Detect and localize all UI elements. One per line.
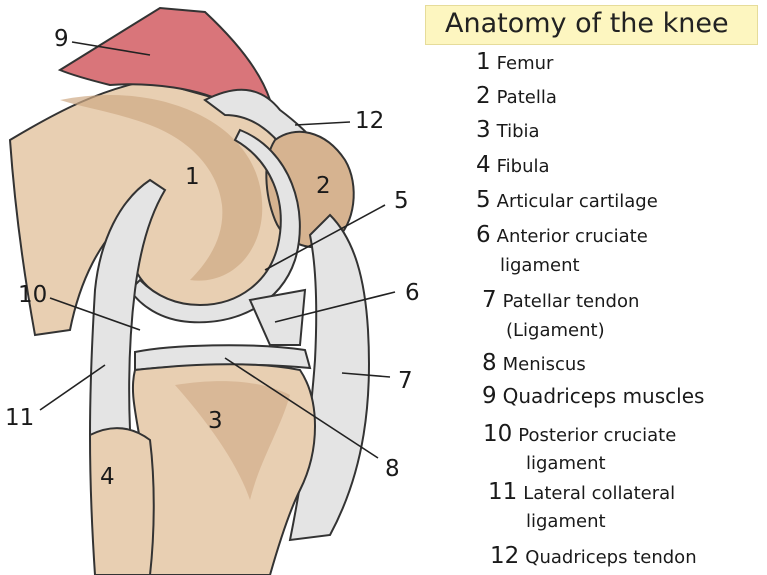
leader-line-9: [71, 41, 151, 56]
legend-item-10-line2: ligament: [526, 453, 606, 474]
legend-label: Lateral collateral: [523, 483, 676, 504]
quadriceps-muscle-shape: [57, 6, 272, 107]
legend-label-continued: ligament: [500, 255, 580, 276]
legend-item-6-line2: ligament: [500, 255, 580, 276]
legend-number: 10: [483, 421, 513, 447]
legend-label: Tibia: [496, 121, 540, 142]
leader-line-7: [341, 372, 391, 378]
page-title: Anatomy of the knee: [445, 8, 729, 39]
anterior-cruciate-shape: [248, 288, 307, 346]
leader-line-5: [264, 204, 386, 271]
callout-7: 7: [398, 368, 413, 394]
legend-number: 8: [482, 350, 497, 376]
legend-label: Patellar tendon: [502, 291, 640, 312]
legend-label-continued: ligament: [526, 453, 606, 474]
leader-line-6: [274, 291, 396, 323]
callout-1: 1: [185, 164, 200, 190]
legend-number: 3: [476, 117, 491, 143]
legend-item-7-line2: (Ligament): [506, 320, 605, 341]
legend-number: 4: [476, 152, 491, 178]
leader-line-12: [294, 121, 351, 126]
tibia-shading: [175, 381, 290, 500]
fibula-shape: [88, 427, 155, 575]
leader-lines: [39, 41, 396, 459]
callout-11: 11: [5, 405, 35, 431]
legend-number: 9: [482, 383, 497, 409]
legend-label: Patella: [496, 87, 557, 108]
callout-12: 12: [355, 108, 385, 134]
legend-item-11-line2: ligament: [526, 511, 606, 532]
legend-label: Posterior cruciate: [518, 425, 677, 446]
leader-line-10: [49, 297, 141, 331]
femur-shading: [60, 95, 263, 281]
leader-line-8: [224, 357, 379, 459]
legend-label: Quadriceps tendon: [525, 547, 697, 568]
legend-label: Articular cartilage: [496, 191, 658, 212]
legend-label: Anterior cruciate: [496, 226, 648, 247]
callout-10: 10: [18, 282, 48, 308]
callout-9: 9: [54, 26, 69, 52]
callout-8: 8: [385, 456, 400, 482]
legend-label: Femur: [496, 53, 554, 74]
title-box: [425, 5, 758, 45]
legend-number: 2: [476, 83, 491, 109]
legend-number: 7: [482, 287, 497, 313]
callout-3: 3: [208, 408, 223, 434]
legend-label: Fibula: [496, 156, 550, 177]
legend-number: 1: [476, 49, 491, 75]
legend-number: 6: [476, 222, 491, 248]
callout-4: 4: [100, 464, 115, 490]
legend-label: Quadriceps muscles: [502, 384, 705, 408]
legend-label-continued: (Ligament): [506, 320, 605, 341]
legend-label: Meniscus: [502, 354, 586, 375]
callout-2: 2: [316, 173, 331, 199]
leader-line-11: [39, 364, 106, 411]
callout-6: 6: [405, 280, 420, 306]
legend-number: 11: [488, 479, 518, 505]
legend-number: 5: [476, 187, 491, 213]
legend-number: 12: [490, 543, 520, 569]
callout-5: 5: [394, 188, 409, 214]
legend-label-continued: ligament: [526, 511, 606, 532]
